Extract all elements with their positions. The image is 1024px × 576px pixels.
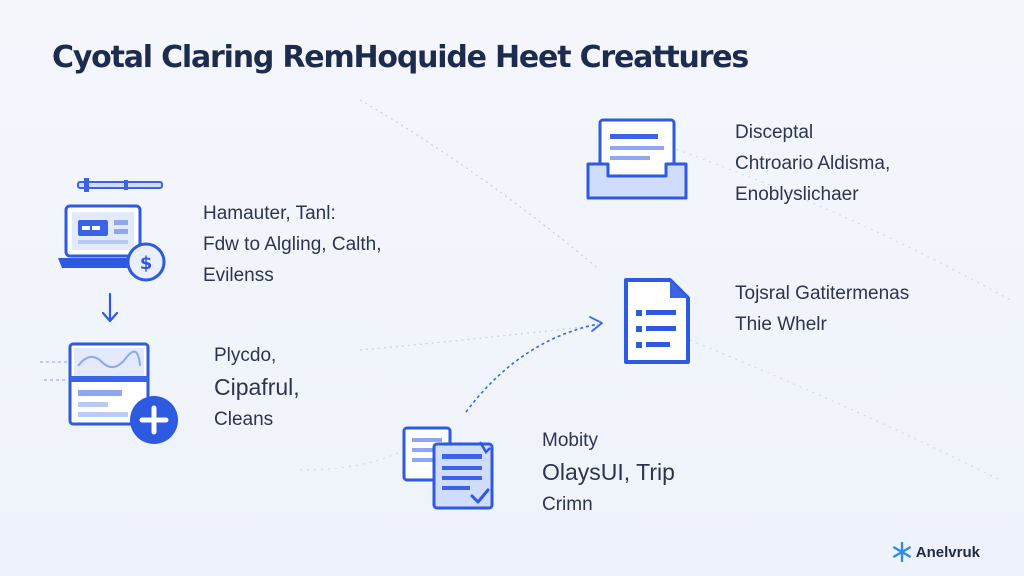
step-1-line-3: Evilenss — [203, 265, 274, 286]
step-label-3: Disceptal Chtroario Aldisma, Enoblyslich… — [735, 117, 890, 210]
page-title: Cyotal Claring RemHoquide Heet Creatture… — [52, 40, 749, 75]
step-2-line-1: Plycdo, — [214, 345, 277, 366]
step-4-line-2: Thie Whelr — [735, 314, 827, 335]
step-5-line-1: Mobity — [542, 430, 598, 451]
dotted-connector-right-top — [649, 139, 1011, 301]
dotted-connector-right-bottom — [689, 339, 1001, 481]
curved-arrow-head — [589, 316, 603, 332]
laptop-dollar-icon: $ — [58, 178, 166, 282]
brand-logo: Anelvruk — [892, 542, 980, 562]
step-label-5: Mobity OlaysUI, Trip Crimn — [542, 425, 675, 520]
document-list-icon — [624, 278, 690, 364]
dotted-connector-bottom — [299, 439, 421, 471]
step-5-line-3: Crimn — [542, 494, 593, 515]
step-1-line-1: Hamauter, Tanl: — [203, 203, 336, 224]
step-1-line-2: Fdw to Algling, Calth, — [203, 234, 382, 255]
step-3-line-2: Chtroario Aldisma, — [735, 153, 891, 174]
down-arrow — [101, 292, 119, 323]
step-5-line-2: OlaysUI, Trip — [542, 459, 675, 485]
snowflake-icon — [892, 542, 911, 562]
document-stack-icon — [402, 426, 494, 510]
dotted-connector-mid — [359, 324, 601, 351]
step-3-line-3: Enoblyslichaer — [735, 184, 859, 205]
step-label-1: Hamauter, Tanl: Fdw to Algling, Calth, E… — [203, 198, 381, 291]
step-4-line-1: Tojsral Gatitermenas — [735, 283, 910, 304]
brand-name: Anelvruk — [915, 543, 980, 561]
dotted-connector-top — [359, 99, 601, 271]
step-3-line-1: Disceptal — [735, 122, 814, 143]
browser-add-icon — [40, 342, 178, 444]
svg-text:$: $ — [140, 253, 153, 274]
inbox-tray-icon — [586, 118, 688, 200]
curved-arrow — [465, 323, 599, 413]
step-2-line-2: Cipafrul, — [214, 374, 300, 400]
step-label-2: Plycdo, Cipafrul, Cleans — [214, 340, 300, 435]
step-2-line-3: Cleans — [214, 409, 274, 430]
step-label-4: Tojsral Gatitermenas Thie Whelr — [735, 278, 909, 340]
